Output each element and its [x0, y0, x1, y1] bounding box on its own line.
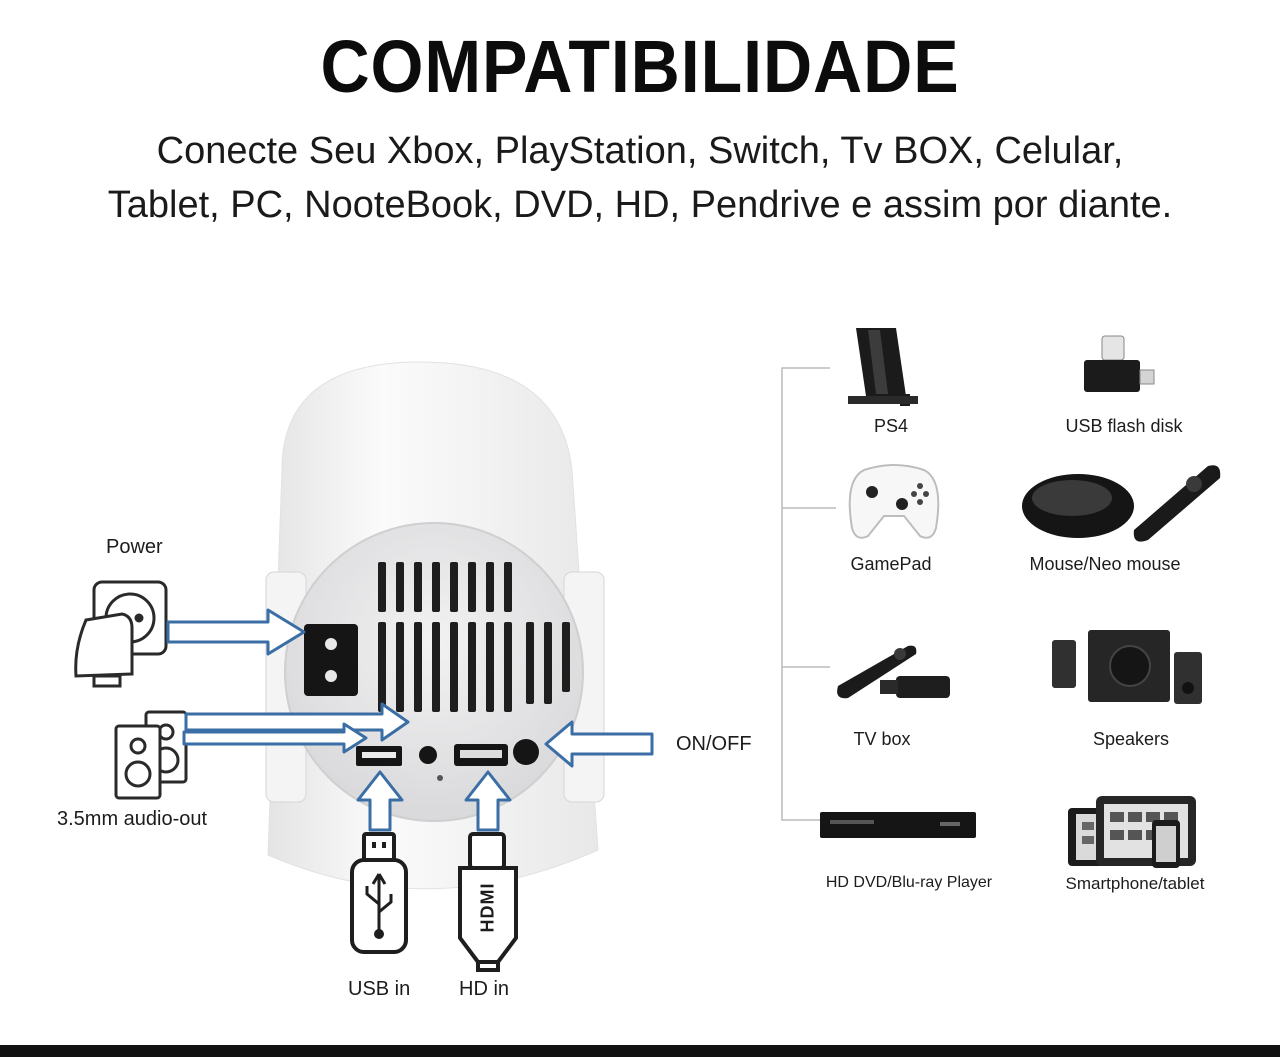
hd-in-label: HD in	[459, 978, 510, 1000]
wall-outlet-icon	[74, 580, 168, 688]
usb-plug-icon	[350, 832, 408, 954]
subtitle-line-2: Tablet, PC, NooteBook, DVD, HD, Pendrive…	[107, 184, 1173, 226]
device-label-mouse: Mouse/Neo mouse	[1029, 554, 1181, 574]
on-off-label: ON/OFF	[676, 733, 752, 755]
gamepad-icon	[848, 464, 940, 539]
device-label-smartphone-tablet: Smartphone/tablet	[1065, 874, 1205, 893]
device-label-ps4: PS4	[873, 416, 909, 436]
usb-in-label: USB in	[348, 978, 411, 1000]
usb-arrow-icon	[356, 770, 404, 832]
device-label-bluray: HD DVD/Blu-ray Player	[825, 874, 993, 891]
ps4-console-icon	[848, 328, 918, 406]
device-bracket	[781, 367, 836, 821]
bottom-bar	[0, 1045, 1280, 1057]
hdmi-arrow-icon	[464, 770, 512, 832]
hdmi-plug-text: HDMI	[477, 882, 498, 933]
subtitle-line-1: Conecte Seu Xbox, PlayStation, Switch, T…	[156, 130, 1124, 172]
power-socket	[304, 624, 358, 696]
speakers-icon	[1052, 630, 1202, 704]
port-row	[356, 739, 539, 781]
audio-out-label: 3.5mm audio-out	[57, 808, 208, 830]
audio-arrow-icon-1	[184, 702, 410, 742]
arrows	[166, 608, 654, 832]
device-label-gamepad: GamePad	[850, 554, 932, 574]
usb-flash-disk-icon	[1084, 335, 1155, 392]
hdmi-plug-icon	[458, 832, 518, 972]
power-arrow-icon	[166, 608, 306, 656]
onoff-arrow-icon	[544, 720, 654, 768]
bluray-player-icon	[820, 812, 976, 838]
audio-speakers-icon	[114, 710, 188, 800]
mouse-icon	[1022, 465, 1221, 542]
power-label: Power	[106, 536, 163, 558]
tv-box-icon	[837, 645, 950, 699]
vent-grille	[378, 562, 570, 712]
smartphone-tablet-icon	[1068, 796, 1196, 868]
audio-arrow-icon-2	[182, 722, 368, 754]
page-title: COMPATIBILIDADE	[320, 25, 960, 108]
device-label-tv-box: TV box	[853, 729, 911, 749]
device-label-usb-flash-disk: USB flash disk	[1065, 416, 1183, 436]
device-label-speakers: Speakers	[1092, 729, 1170, 749]
